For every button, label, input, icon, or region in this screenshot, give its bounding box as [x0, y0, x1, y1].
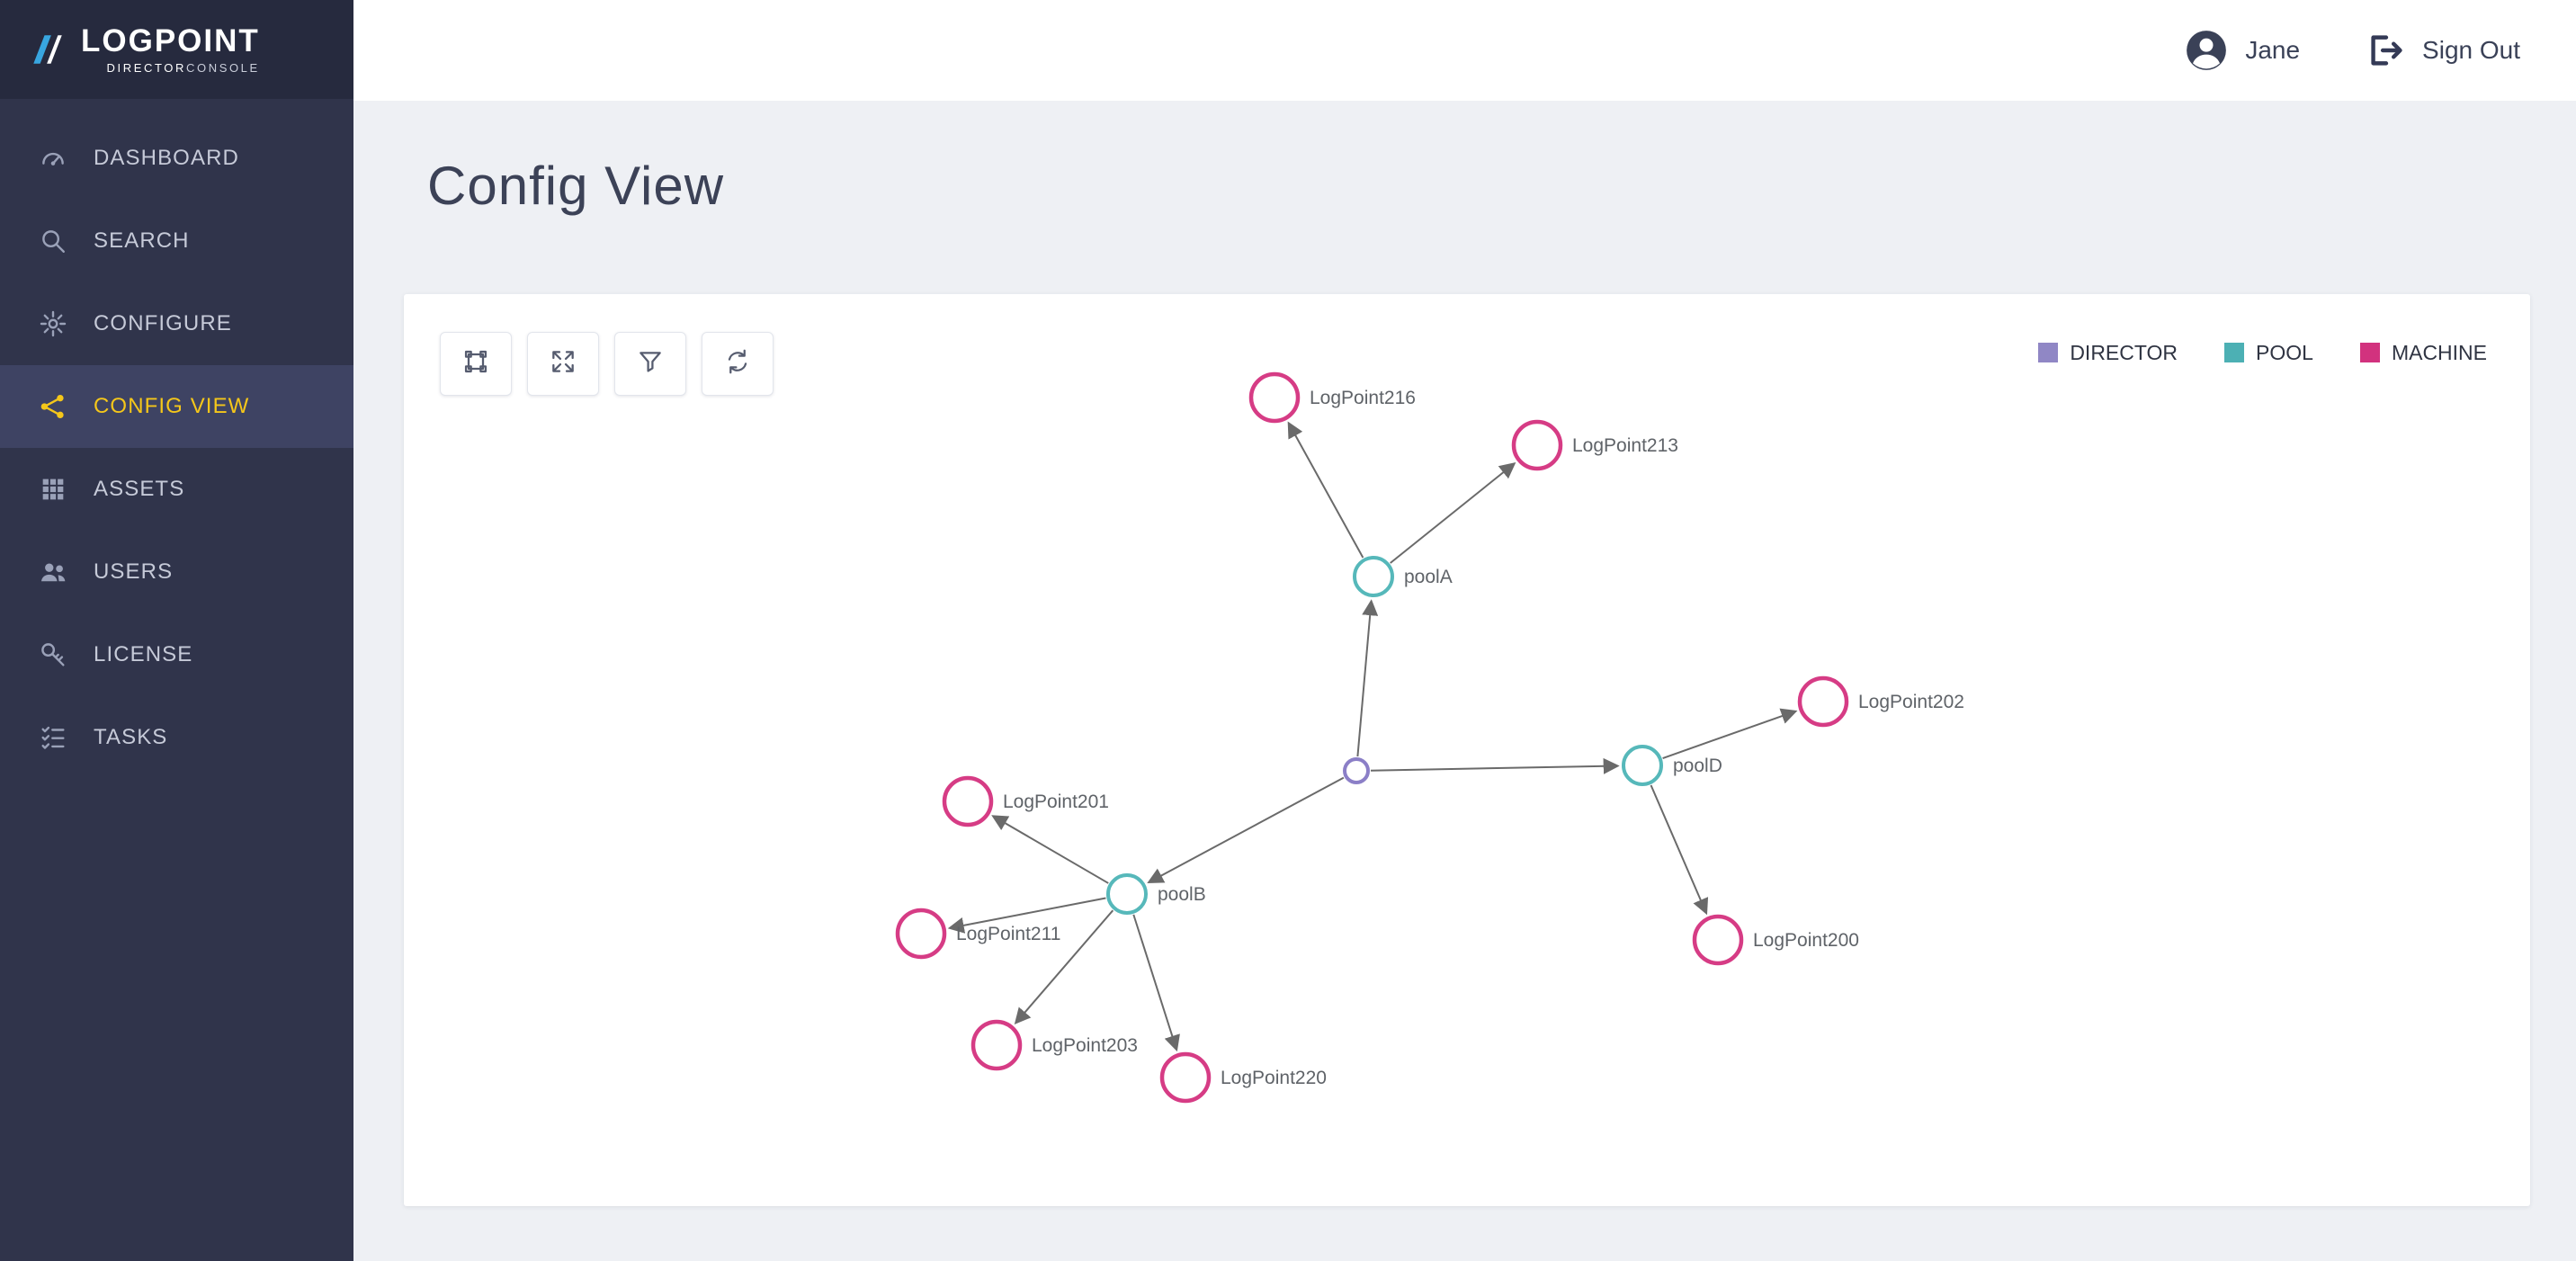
graph-node-label-LogPoint201: LogPoint201 [1003, 791, 1109, 812]
sidebar-item-configure[interactable]: CONFIGURE [0, 282, 353, 365]
search-icon [38, 226, 68, 256]
sidebar: LOGPOINT DIRECTORCONSOLE DASHBOARD SEARCH… [0, 0, 353, 1261]
graph-node-poolA[interactable] [1353, 555, 1394, 597]
tasks-icon [38, 722, 68, 753]
graph-node-LogPoint213[interactable] [1511, 419, 1563, 471]
legend-item-machine: MACHINE [2359, 340, 2487, 365]
graph-edge-director-poolA [1356, 598, 1379, 756]
sidebar-item-dashboard[interactable]: DASHBOARD [0, 117, 353, 200]
graph-node-LogPoint203[interactable] [970, 1019, 1023, 1071]
graph-edge-poolB-LogPoint211 [947, 897, 1106, 934]
graph-node-LogPoint200[interactable] [1692, 914, 1744, 966]
dashboard-icon [38, 143, 68, 174]
network-icon [38, 391, 68, 422]
legend-label: POOL [2256, 340, 2313, 364]
brand-subtitle: DIRECTORCONSOLE [81, 61, 260, 75]
graph-edge-poolD-LogPoint202 [1662, 708, 1798, 759]
graph-node-poolD[interactable] [1622, 744, 1663, 786]
sidebar-item-label: CONFIGURE [94, 311, 232, 335]
sidebar-item-label: USERS [94, 559, 174, 584]
refresh-icon [723, 347, 752, 380]
user-avatar-icon [2184, 28, 2229, 73]
graph-edge-poolA-LogPoint213 [1390, 461, 1516, 564]
graph-node-label-LogPoint213: LogPoint213 [1572, 435, 1678, 456]
graph-node-label-LogPoint220: LogPoint220 [1221, 1068, 1327, 1088]
gear-icon [38, 309, 68, 339]
fit-selection-icon [461, 347, 490, 380]
sidebar-item-label: DASHBOARD [94, 146, 239, 170]
graph-edge-poolB-LogPoint203 [1014, 909, 1114, 1024]
key-icon [38, 639, 68, 670]
graph-edge-poolA-LogPoint216 [1287, 421, 1364, 559]
graph-node-label-poolB: poolB [1158, 884, 1206, 905]
legend-label: MACHINE [2391, 340, 2487, 364]
graph-toolbar [440, 331, 774, 396]
legend-swatch-machine [2359, 343, 2380, 363]
graph-edge-director-poolB [1147, 776, 1345, 883]
graph-node-LogPoint211[interactable] [895, 908, 947, 960]
legend-swatch-director [2038, 343, 2059, 363]
topbar: Jane Sign Out [353, 0, 2576, 101]
graph-node-label-poolD: poolD [1673, 756, 1722, 776]
sidebar-item-config-view[interactable]: CONFIG VIEW [0, 365, 353, 448]
brand-name: LOGPOINT [81, 22, 260, 58]
graph-node-LogPoint201[interactable] [942, 775, 994, 827]
graph-node-label-LogPoint211: LogPoint211 [956, 924, 1060, 944]
sidebar-item-license[interactable]: LICENSE [0, 613, 353, 696]
sidebar-item-assets[interactable]: ASSETS [0, 448, 353, 531]
expand-icon [549, 347, 577, 380]
config-graph[interactable]: poolA poolB poolD LogPoint216LogPoint213Log… [404, 294, 2530, 1206]
graph-edge-poolB-LogPoint220 [1132, 914, 1180, 1051]
grid-icon [38, 474, 68, 505]
legend-item-director: DIRECTOR [2038, 341, 2178, 365]
sidebar-item-label: SEARCH [94, 228, 190, 253]
sidebar-item-label: ASSETS [94, 477, 185, 501]
signout-icon [2365, 30, 2406, 71]
graph-node-poolB[interactable] [1106, 872, 1148, 915]
graph-node-label-poolA: poolA [1404, 567, 1453, 587]
brand-sub-light: CONSOLE [186, 60, 260, 75]
graph-node-LogPoint220[interactable] [1159, 1051, 1212, 1104]
graph-edge-director-poolD [1370, 757, 1620, 774]
fit-selection-button[interactable] [440, 331, 512, 396]
signout-button[interactable]: Sign Out [2365, 30, 2520, 71]
refresh-button[interactable] [702, 331, 774, 396]
graph-node-label-LogPoint202: LogPoint202 [1858, 692, 1964, 712]
legend-item-pool: POOL [2224, 341, 2313, 365]
sidebar-item-label: LICENSE [94, 642, 193, 666]
filter-button[interactable] [614, 331, 686, 396]
graph-node-LogPoint202[interactable] [1797, 675, 1849, 728]
legend-label: DIRECTOR [2070, 340, 2178, 364]
graph-edge-poolD-LogPoint200 [1650, 784, 1709, 915]
users-icon [38, 557, 68, 587]
page-title: Config View [427, 156, 725, 216]
signout-label: Sign Out [2422, 36, 2520, 64]
logo: LOGPOINT DIRECTORCONSOLE [0, 0, 353, 99]
graph-edge-poolB-LogPoint201 [991, 815, 1109, 884]
graph-legend: DIRECTOR POOL MACHINE [2038, 341, 2487, 365]
logpoint-logo-icon [29, 29, 67, 70]
sidebar-item-label: CONFIG VIEW [94, 394, 250, 418]
graph-node-label-LogPoint203: LogPoint203 [1032, 1035, 1138, 1056]
user-menu[interactable]: Jane [2184, 28, 2300, 73]
sidebar-item-users[interactable]: USERS [0, 531, 353, 613]
legend-swatch-pool [2224, 343, 2245, 363]
filter-icon [636, 347, 665, 380]
brand-sub-bold: DIRECTOR [106, 60, 186, 75]
username: Jane [2245, 36, 2301, 64]
sidebar-item-tasks[interactable]: TASKS [0, 696, 353, 779]
sidebar-item-search[interactable]: SEARCH [0, 200, 353, 282]
graph-node-LogPoint216[interactable] [1248, 371, 1301, 424]
expand-layout-button[interactable] [527, 331, 599, 396]
graph-node-label-LogPoint200: LogPoint200 [1753, 930, 1859, 951]
graph-node-director[interactable] [1343, 756, 1370, 784]
sidebar-nav: DASHBOARD SEARCH CONFIGURE CONFIG VIEW ASSET… [0, 117, 353, 779]
sidebar-item-label: TASKS [94, 725, 168, 749]
graph-node-label-LogPoint216: LogPoint216 [1310, 388, 1416, 408]
